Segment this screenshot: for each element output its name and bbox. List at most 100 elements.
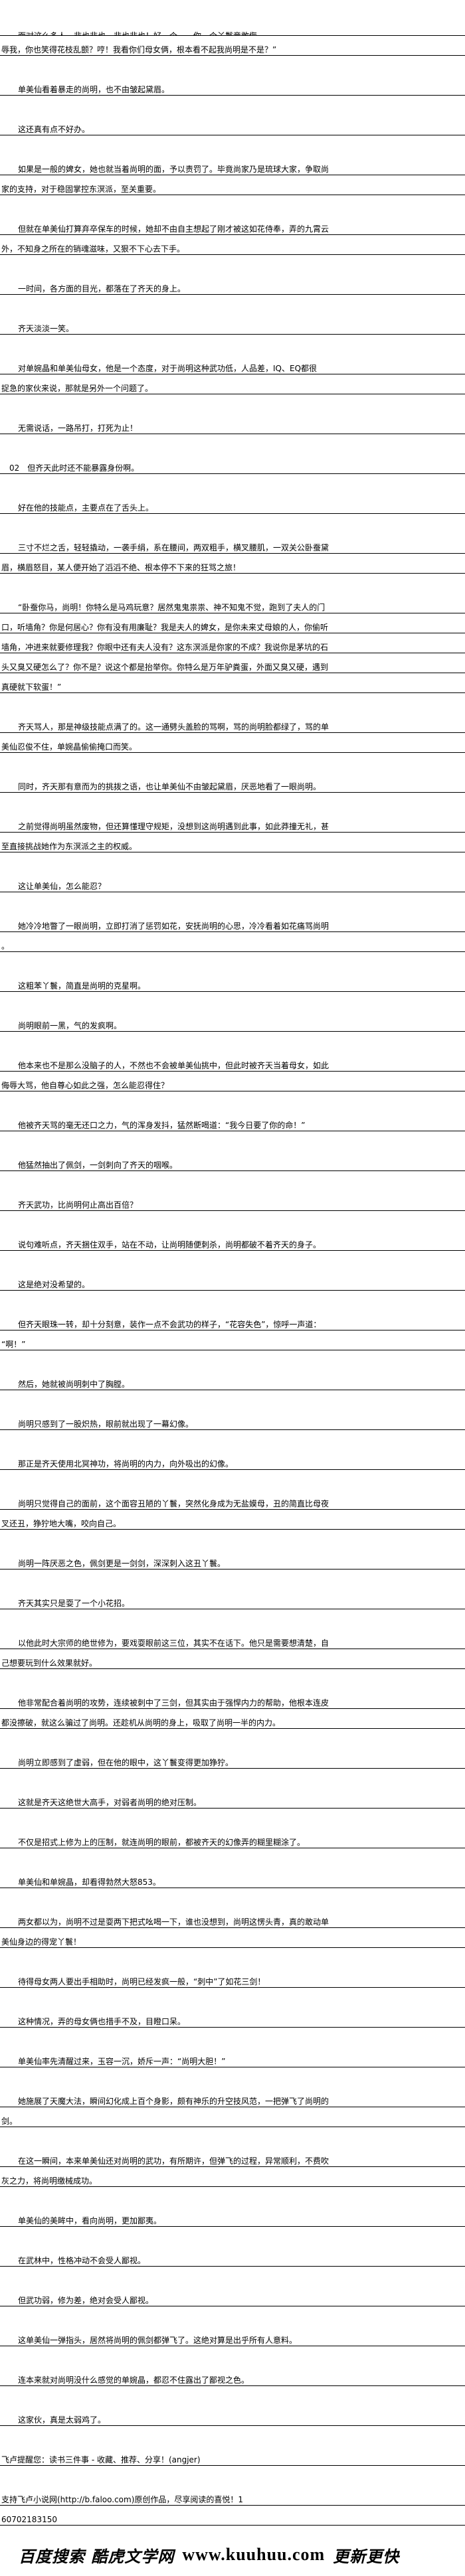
line-text: 齐天武功，比尚明何止高出百倍？ — [18, 1200, 138, 1210]
text-line: 美仙身边的得宠丫鬟！ — [0, 1928, 465, 1948]
text-line: 齐天骂人，那是神级技能点满了的。这一通劈头盖脸的骂啊，骂的尚明脸都绿了，骂的单 — [0, 713, 465, 733]
paragraph: 之前觉得尚明虽然废物，但还算懂理守规矩，没想到这尚明遇到此事，如此莽撞无礼，甚至… — [0, 813, 465, 852]
paragraph: 在武林中，性格冲动不会受人鄙视。 — [0, 2247, 465, 2267]
paragraph: 如果是一般的婢女，她也就当着尚明的面，予以责罚了。毕竟尚家乃是琉球大家，争取尚家… — [0, 155, 465, 195]
paragraph: 尚明只感到了一股炽热，眼前就出现了一幕幻像。 — [0, 1410, 465, 1430]
line-text: 不仅是招式上修为上的压制，就连尚明的眼前，都被齐天的幻像弄的糊里糊涂了。 — [18, 1838, 306, 1847]
paragraph: 02 但齐天此时还不能暴露身份啊。 — [0, 454, 465, 474]
line-text: 面对这么多人，非也非也，非也非也！好一个……你一个丫鬟竟敢侮 — [18, 31, 258, 36]
line-text: 这种情况，弄的母女俩也措手不及，目瞪口呆。 — [18, 2017, 186, 2026]
line-text: 但齐天眼珠一转，却十分刻意，装作一点不会武功的样子，“花容失色”，惊呼一声道： — [18, 1320, 322, 1329]
line-text: 单美仙的美眸中，看向尚明，更加鄙夷。 — [18, 2216, 162, 2225]
paragraph: 齐天淡淡一笑。 — [0, 315, 465, 335]
text-line: 60702183150 — [0, 2506, 465, 2526]
text-line: 她施展了天魔大法，瞬间幻化成上百个身影，颇有神乐的升空技风范，一把弹飞了尚明的 — [0, 2087, 465, 2107]
line-text: 。 — [1, 941, 10, 951]
line-text: 墙角，冲进来就要修理我？你眼中还有夫人没有？这东溟派是你家的不成？我说你是茅坑的… — [1, 643, 329, 652]
line-text: 这还真有点不好办。 — [18, 125, 90, 134]
paragraph: 但就在单美仙打算弃卒保车的时候，她却不由自主想起了刚才被这如花侍奉，弄的九霄云外… — [0, 215, 465, 255]
text-line: 说句难听点，齐天捆住双手，站在不动，让尚明随便刺杀，尚明都破不着齐天的身子。 — [0, 1231, 465, 1251]
line-text: 侮辱大骂，他自尊心如此之强，怎么能忍得住？ — [1, 1081, 169, 1090]
text-line: 以他此时大宗师的绝世修为，要戏耍眼前这三位，其实不在话下。他只是需要想清楚，自 — [0, 1629, 465, 1649]
line-text: 他非常配合着尚明的攻势，连续被刺中了三剑，但其实由于强悍内力的帮助，他根本连皮 — [18, 1698, 329, 1708]
paragraph: 两女都以为，尚明不过是耍两下把式吆喝一下，谁也没想到，尚明这愣头青，真的敢动单美… — [0, 1908, 465, 1948]
line-text: 叉还丑，狰狞地大嘴，咬向自己。 — [1, 1519, 122, 1528]
text-line: 齐天武功，比尚明何止高出百倍？ — [0, 1191, 465, 1211]
paragraph: 尚明眼前一黑，气的发疯啊。 — [0, 1012, 465, 1032]
paragraph: 单美仙的美眸中，看向尚明，更加鄙夷。 — [0, 2207, 465, 2227]
text-line: 他本来也不是那么没脑子的人，不然也不会被单美仙挑中，但此时被齐天当着母女，如此 — [0, 1052, 465, 1072]
text-line: 在武林中，性格冲动不会受人鄙视。 — [0, 2247, 465, 2267]
line-text: 这粗苯丫鬟，简直是尚明的克星啊。 — [18, 981, 146, 991]
text-line: 单美仙看着暴走的尚明，也不由皱起黛眉。 — [0, 76, 465, 96]
line-text: 至直接挑战她作为东溟派之主的权威。 — [1, 842, 138, 851]
line-text: 齐天其实只是耍了一个小花招。 — [18, 1599, 130, 1608]
text-line: 至直接挑战她作为东溟派之主的权威。 — [0, 833, 465, 852]
text-line: 这是绝对没希望的。 — [0, 1271, 465, 1291]
paragraph: 尚明立即感到了虚弱，但在他的眼中，这丫鬟变得更加狰狞。 — [0, 1749, 465, 1769]
text-line: 家的支持，对于稳固掌控东溟派，至关重要。 — [0, 175, 465, 195]
line-text: 都没擦破，就这么骗过了尚明。还趁机从尚明的身上，吸取了尚明一半的内力。 — [1, 1718, 281, 1728]
line-text: 60702183150 — [1, 2515, 57, 2524]
text-line: 都没擦破，就这么骗过了尚明。还趁机从尚明的身上，吸取了尚明一半的内力。 — [0, 1709, 465, 1729]
line-text: 她施展了天魔大法，瞬间幻化成上百个身影，颇有神乐的升空技风范，一把弹飞了尚明的 — [18, 2097, 329, 2106]
paragraph: 他非常配合着尚明的攻势，连续被刺中了三剑，但其实由于强悍内力的帮助，他根本连皮都… — [0, 1689, 465, 1729]
line-text: 在武林中，性格冲动不会受人鄙视。 — [18, 2256, 146, 2265]
line-text: 无需说话，一路吊打，打死为止！ — [18, 424, 138, 433]
line-text: 他猛然抽出了佩剑，一剑刺向了齐天的咽喉。 — [18, 1161, 178, 1170]
paragraph: 这还真有点不好办。 — [0, 116, 465, 135]
line-text: 好在他的技能点，主要点在了舌头上。 — [18, 503, 154, 513]
text-line: 尚明只觉得自己的面前，这个面容丑陋的丫鬟，突然化身成为无盐嫫母，丑的简直比母夜 — [0, 1490, 465, 1510]
site-banner-logo: 百度搜索 酷虎文学网 www.kuuhuu.com 更新更快 — [19, 2541, 399, 2568]
text-line: “卧蚕你马，尚明！你特么是马鸡玩意？居然鬼鬼祟祟、神不知鬼不觉，跑到了夫人的门 — [0, 594, 465, 613]
text-line: 之前觉得尚明虽然废物，但还算懂理守规矩，没想到这尚明遇到此事，如此莽撞无礼，甚 — [0, 813, 465, 833]
paragraph: 单美仙和单婉晶，却看得勃然大怒853。 — [0, 1868, 465, 1888]
line-text: 同时，齐天那有意而为的挑拨之语，也让单美仙不由皱起黛眉，厌恶地看了一眼尚明。 — [18, 782, 322, 791]
banner-search-text: 百度搜索 酷虎文学网 — [19, 2546, 175, 2566]
text-line: 这还真有点不好办。 — [0, 116, 465, 135]
line-text: 尚明眼前一黑，气的发疯啊。 — [18, 1021, 122, 1030]
text-line: 面对这么多人，非也非也，非也非也！好一个……你一个丫鬟竟敢侮 — [0, 16, 465, 36]
line-text: 齐天淡淡一笑。 — [18, 324, 74, 333]
line-text: 美仙身边的得宠丫鬟！ — [1, 1937, 82, 1947]
text-line: 单美仙率先清醒过来，玉容一沉，娇斥一声：“尚明大胆！” — [0, 2048, 465, 2067]
line-text: 如果是一般的婢女，她也就当着尚明的面，予以责罚了。毕竟尚家乃是琉球大家，争取尚 — [18, 165, 329, 174]
text-line: 他被齐天骂的毫无还口之力，气的浑身发抖，猛然断喝道：“我今日要了你的命！” — [0, 1111, 465, 1131]
paragraph: 连本来就对尚明没什么感觉的单婉晶，都忍不住露出了鄙视之色。 — [0, 2366, 465, 2386]
paragraph: 说句难听点，齐天捆住双手，站在不动，让尚明随便刺杀，尚明都破不着齐天的身子。 — [0, 1231, 465, 1251]
text-line: 同时，齐天那有意而为的挑拨之语，也让单美仙不由皱起黛眉，厌恶地看了一眼尚明。 — [0, 773, 465, 793]
text-line: 这种情况，弄的母女俩也措手不及，目瞪口呆。 — [0, 2008, 465, 2028]
line-text: 真硬就下软蛋！” — [1, 683, 62, 692]
banner-slogan: 更新更快 — [333, 2546, 400, 2566]
text-line: 单美仙的美眸中，看向尚明，更加鄙夷。 — [0, 2207, 465, 2227]
paragraph: 齐天其实只是耍了一个小花招。 — [0, 1589, 465, 1609]
paragraph: 她冷冷地瞥了一眼尚明，立即打消了惩罚如花，安抚尚明的心思，冷冷看着如花痛骂尚明。 — [0, 912, 465, 952]
line-text: 己想要玩到什么效果就好。 — [1, 1658, 98, 1668]
text-line: 尚明一阵厌恶之色，佩剑更是一剑剑，深深刺入这丑丫鬟。 — [0, 1550, 465, 1570]
text-line: 灰之力，将尚明缴械成功。 — [0, 2167, 465, 2187]
text-line: 但齐天眼珠一转，却十分刻意，装作一点不会武功的样子，“花容失色”，惊呼一声道： — [0, 1311, 465, 1330]
line-text: 一时间，各方面的目光，都落在了齐天的身上。 — [18, 284, 186, 293]
text-line: 不仅是招式上修为上的压制，就连尚明的眼前，都被齐天的幻像弄的糊里糊涂了。 — [0, 1828, 465, 1848]
line-text: 单美仙和单婉晶，却看得勃然大怒853。 — [18, 1878, 161, 1887]
text-line: 口，听墙角？你是何居心？你有没有用廉耻？我是夫人的婢女，是你未来丈母娘的人，你偷… — [0, 613, 465, 633]
text-line: 美仙忍俊不住，单婉晶偷偷掩口而笑。 — [0, 733, 465, 753]
chapter-text: 面对这么多人，非也非也，非也非也！好一个……你一个丫鬟竟敢侮辱我，你也笑得花枝乱… — [0, 16, 465, 2545]
paragraph: 他猛然抽出了佩剑，一剑刺向了齐天的咽喉。 — [0, 1151, 465, 1171]
paragraph: 然后，她就被尚明刺中了胸膛。 — [0, 1370, 465, 1390]
line-text: 他被齐天骂的毫无还口之力，气的浑身发抖，猛然断喝道：“我今日要了你的命！” — [18, 1121, 306, 1130]
paragraph: 齐天武功，比尚明何止高出百倍？ — [0, 1191, 465, 1211]
line-text: 辱我，你也笑得花枝乱颤？哼！我看你们母女俩，根本看不起我尚明是不是？” — [1, 45, 277, 54]
text-line: 他猛然抽出了佩剑，一剑刺向了齐天的咽喉。 — [0, 1151, 465, 1171]
text-line: 飞卢提醒您：读书三件事 - 收藏、推荐、分享！(angjer) — [0, 2446, 465, 2466]
text-line: 。 — [0, 932, 465, 952]
line-text: 待得母女两人要出手相助时，尚明已经发疯一般，“刺中”了如花三剑！ — [18, 1977, 266, 1986]
paragraph: 好在他的技能点，主要点在了舌头上。 — [0, 494, 465, 514]
paragraph: 但齐天眼珠一转，却十分刻意，装作一点不会武功的样子，“花容失色”，惊呼一声道：“… — [0, 1311, 465, 1350]
line-text: 剑。 — [1, 2117, 18, 2126]
text-line: 在这一瞬间，本来单美仙还对尚明的武功，有所期许，但弹飞的过程，异常顺利，不费吹 — [0, 2147, 465, 2167]
line-text: 他本来也不是那么没脑子的人，不然也不会被单美仙挑中，但此时被齐天当着母女，如此 — [18, 1061, 329, 1070]
text-line: 然后，她就被尚明刺中了胸膛。 — [0, 1370, 465, 1390]
text-line: 尚明只感到了一股炽热，眼前就出现了一幕幻像。 — [0, 1410, 465, 1430]
line-text: 说句难听点，齐天捆住双手，站在不动，让尚明随便刺杀，尚明都破不着齐天的身子。 — [18, 1240, 322, 1249]
